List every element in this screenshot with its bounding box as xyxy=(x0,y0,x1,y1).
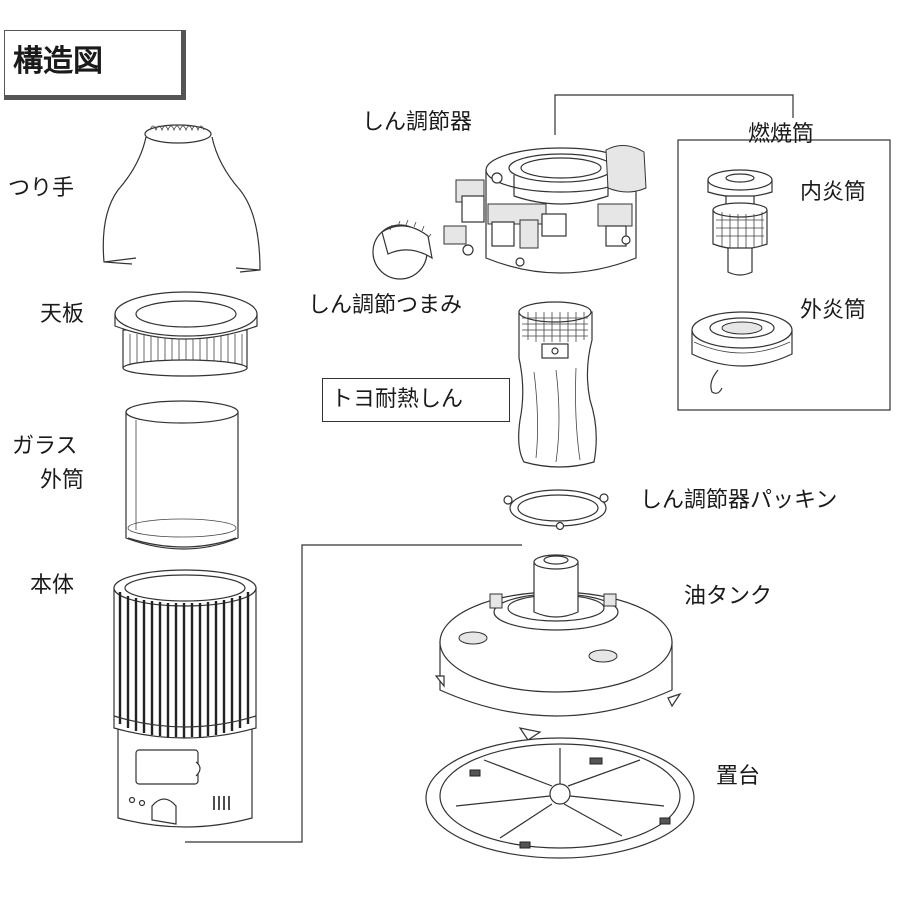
label-shin-chosetsuki-packing: しん調節器パッキン xyxy=(640,488,838,513)
label-okidai: 置台 xyxy=(716,764,761,789)
label-hontai: 本体 xyxy=(30,573,75,598)
wick-knob-part xyxy=(372,219,433,280)
base-stand-part xyxy=(425,737,695,859)
label-toyo-tainetsu-shin: トヨ耐熱しん xyxy=(331,387,464,412)
nenshoto-group-box xyxy=(677,139,891,411)
wick-adjuster-packing-part xyxy=(503,489,609,531)
top-plate-part xyxy=(114,291,258,377)
label-glass-line2: 外筒 xyxy=(40,468,85,493)
handle-part xyxy=(102,124,261,273)
heat-resistant-wick-part xyxy=(518,301,597,468)
label-nenshoto: 燃焼筒 xyxy=(748,122,815,147)
body-part xyxy=(113,569,257,828)
label-tsurite: つり手 xyxy=(8,176,75,201)
glass-cylinder-part xyxy=(125,400,239,550)
oil-tank-part xyxy=(434,554,682,741)
label-tenban: 天板 xyxy=(40,302,85,327)
label-gaienso: 外炎筒 xyxy=(800,298,867,323)
label-naienso: 内炎筒 xyxy=(800,180,867,205)
leader-lines xyxy=(185,94,891,843)
inner-flame-tube-part xyxy=(707,169,773,276)
title-box: 構造図 xyxy=(4,30,186,100)
label-glass-line1: ガラス xyxy=(12,434,78,459)
label-abura-tank: 油タンク xyxy=(684,584,773,609)
outer-flame-tube-part xyxy=(691,311,793,394)
diagram-title: 構造図 xyxy=(13,44,103,79)
label-shin-chosetsu-tsumami: しん調節つまみ xyxy=(308,293,463,318)
label-shin-chosetsuki: しん調節器 xyxy=(362,110,473,135)
wick-adjuster-part xyxy=(443,145,647,274)
wick-label-box: トヨ耐熱しん xyxy=(322,378,510,422)
